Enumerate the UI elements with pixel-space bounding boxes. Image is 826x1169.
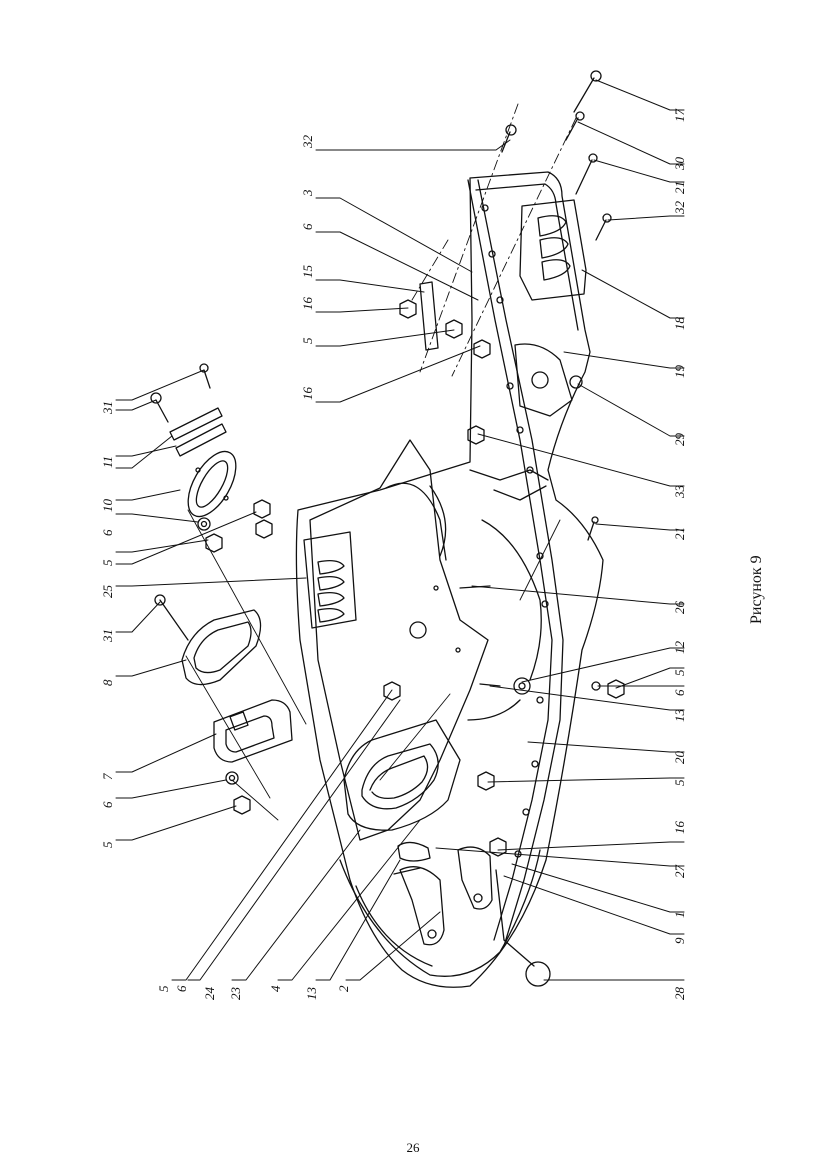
- figure-caption: Рисунок 9: [748, 555, 765, 624]
- grille-plate-18: [520, 200, 586, 300]
- callout: 13: [672, 709, 687, 723]
- callout: 21: [672, 181, 687, 194]
- callout: 12: [672, 641, 687, 655]
- callout: 18: [672, 317, 687, 331]
- callout: 7: [100, 773, 115, 780]
- callout: 6: [174, 985, 189, 992]
- callout: 17: [672, 109, 687, 123]
- callout: 16: [300, 297, 315, 311]
- callout: 32: [672, 201, 687, 216]
- frame-7: [214, 700, 292, 762]
- callout: 23: [228, 987, 243, 1001]
- grille-plate-25: [304, 532, 356, 628]
- callout: 5: [100, 841, 115, 848]
- callout: 9: [672, 937, 687, 944]
- callout: 8: [100, 679, 115, 686]
- callout: 24: [202, 987, 217, 1001]
- axis-lines: [412, 104, 576, 376]
- flange-8: [182, 610, 261, 685]
- callout: 11: [100, 456, 115, 468]
- callout: 27: [672, 865, 687, 879]
- callout: 29: [672, 433, 687, 447]
- callout: 2: [336, 985, 351, 992]
- callout: 4: [268, 985, 283, 992]
- callout: 31: [100, 629, 115, 643]
- callout: 20: [672, 751, 687, 765]
- callout: 16: [300, 387, 315, 401]
- callout: 32: [300, 135, 315, 150]
- callout: 10: [100, 499, 115, 513]
- callout: 6: [100, 801, 115, 808]
- callout: 16: [672, 821, 687, 835]
- callout: 1: [672, 912, 687, 919]
- callout: 5: [672, 669, 687, 676]
- plates-11: [170, 408, 226, 456]
- callout: 31: [100, 401, 115, 415]
- callout: 6: [672, 689, 687, 696]
- callout: 26: [672, 601, 687, 615]
- callout: 5: [156, 985, 171, 992]
- callout: 5: [300, 337, 315, 344]
- callout: 30: [672, 157, 687, 172]
- callout: 5: [672, 779, 687, 786]
- page-number: 26: [406, 1140, 420, 1155]
- callout: 13: [304, 987, 319, 1001]
- callout: 28: [672, 987, 687, 1001]
- callout: 21: [672, 527, 687, 540]
- flange-10: [178, 444, 245, 524]
- callout: 6: [100, 529, 115, 536]
- callout: 6: [300, 223, 315, 230]
- callout: 5: [100, 559, 115, 566]
- callout: 33: [672, 485, 687, 500]
- callout: 19: [672, 365, 687, 379]
- leader-lines: [116, 80, 684, 980]
- fasteners: [151, 71, 624, 986]
- hull: [296, 172, 603, 987]
- callout: 3: [300, 189, 315, 197]
- assembly-lines: [186, 510, 560, 820]
- callout-labels: 32 3 6 15 16 5 16 31 11 10 6 5 25 31 8 7…: [100, 109, 687, 1001]
- callout: 15: [300, 265, 315, 279]
- callout: 25: [100, 585, 115, 599]
